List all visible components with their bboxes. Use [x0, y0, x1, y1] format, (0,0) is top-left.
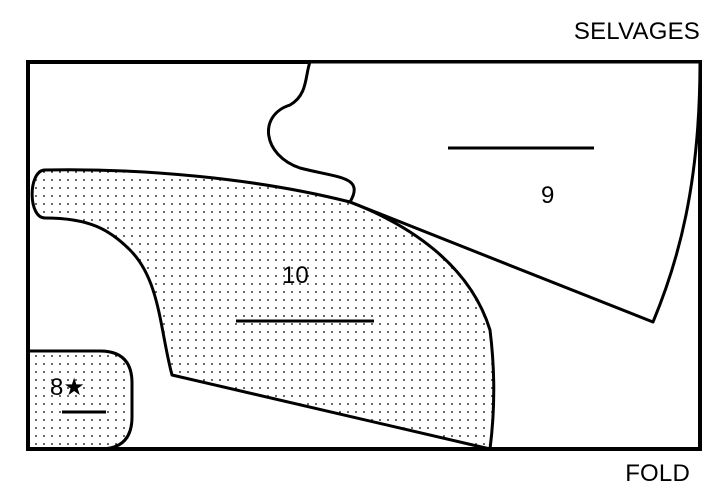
pattern-piece-10 [30, 168, 496, 451]
pattern-piece-9 [266, 60, 702, 324]
pattern-piece-8 [26, 349, 134, 451]
piece-number-9: 9 [541, 182, 554, 209]
piece-number-10: 10 [282, 262, 309, 289]
piece-number-8: 8★ [50, 374, 85, 401]
selvages-label: SELVAGES [573, 18, 700, 45]
fold-label: FOLD [625, 460, 690, 487]
